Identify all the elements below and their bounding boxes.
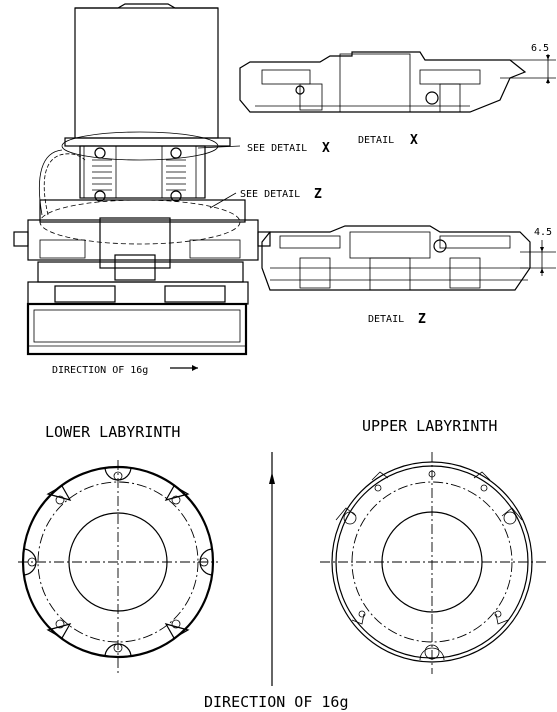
- see-detail-z-label: SEE DETAIL: [240, 189, 300, 200]
- see-detail-z-letter: Z: [314, 187, 322, 202]
- direction-label-top: DIRECTION OF 16g: [52, 365, 148, 376]
- assembly-cross-section: [13, 3, 271, 371]
- see-detail-x-label: SEE DETAIL: [247, 143, 307, 154]
- dimension-detail-x: 6.5: [531, 43, 549, 54]
- detail-z-letter: Z: [418, 312, 426, 327]
- upper-labyrinth-title: UPPER LABYRINTH: [362, 417, 497, 435]
- detail-x-title: DETAIL: [358, 135, 394, 146]
- lower-labyrinth-title: LOWER LABYRINTH: [45, 423, 180, 441]
- dimension-detail-z: 4.5: [534, 227, 552, 238]
- see-detail-x-letter: X: [322, 141, 330, 156]
- upper-labyrinth-drawing: [320, 452, 548, 674]
- lower-labyrinth-drawing: [18, 460, 218, 674]
- detail-x-letter: X: [410, 133, 418, 148]
- detail-z-title: DETAIL: [368, 314, 404, 325]
- direction-arrow: [269, 452, 275, 686]
- detail-x-drawing: [239, 51, 556, 113]
- detail-z-drawing: [261, 225, 556, 291]
- direction-label-bottom: DIRECTION OF 16g: [204, 693, 349, 711]
